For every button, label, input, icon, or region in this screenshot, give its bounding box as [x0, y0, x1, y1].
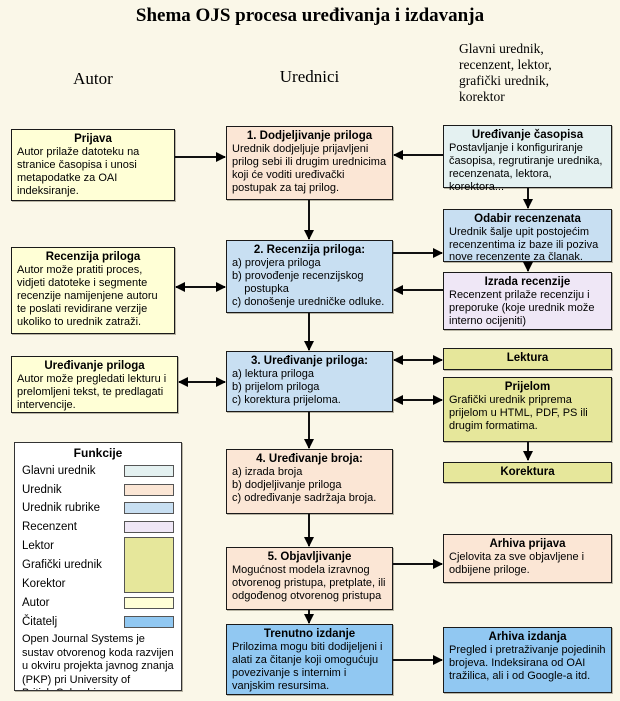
step2-body: a) provjera priloga b) provođenje recenz… — [232, 257, 385, 308]
arhiva-prijava-body: Cjelovita za sve objavljene i odbijene p… — [449, 551, 585, 576]
step1-dodjeljivanje-priloga-box: 1. Dodjeljivanje priloga Urednik dodjelj… — [226, 126, 393, 200]
trenutno-izdanje-box: Trenutno izdanje Prilozima mogu biti dod… — [226, 624, 393, 695]
legend-swatch-urednik-rubrike — [124, 502, 174, 515]
prijava-body: Autor prilaže datoteku na stranice časop… — [17, 146, 140, 197]
izrada-recenzije-body: Recenzent prilaže recenziju i preporuke … — [449, 289, 595, 327]
arhiva-prijava-box: Arhiva prijava Cjelovita za sve objavlje… — [443, 534, 612, 583]
legend-note: Open Journal Systems je sustav otvorenog… — [22, 633, 174, 690]
uredivanje-priloga-autor-title: Uređivanje priloga — [44, 360, 145, 372]
column-header-urednici: Urednici — [279, 67, 340, 86]
recenzija-priloga-body: Autor može pratiti proces, vidjeti datot… — [17, 264, 158, 328]
legend-label: Lektor — [22, 539, 54, 552]
step2-recenzija-priloga-box: 2. Recenzija priloga: a) provjera prilog… — [226, 240, 393, 313]
recenzija-priloga-title: Recenzija priloga — [45, 251, 141, 263]
uredivanje-casopisa-title: Uređivanje časopisa — [471, 129, 584, 141]
korektura-title: Korektura — [500, 466, 555, 478]
uredivanje-casopisa-box: Uređivanje časopisa Postavljanje i konfi… — [443, 125, 612, 193]
legend-label: Recenzent — [22, 520, 77, 533]
legend-title: Funkcije — [73, 446, 123, 460]
uredivanje-casopisa-body: Postavljanje i konfiguriranje časopisa, … — [449, 142, 603, 193]
legend-label: Urednik — [22, 483, 62, 496]
column-header-ostale-uloge: Glavni urednik, recenzent, lektor, grafi… — [459, 41, 552, 104]
trenutno-izdanje-body: Prilozima mogu biti dodijeljeni i alati … — [232, 641, 383, 692]
legend-label: Autor — [22, 597, 50, 610]
legend-row-citatelj: Čitatelj — [22, 613, 174, 632]
legend-swatch-urednik — [124, 483, 174, 496]
step5-body: Mogućnost modela izravnog otvorenog pris… — [232, 564, 386, 602]
legend-label: Korektor — [22, 577, 66, 590]
uredivanje-priloga-autor-body: Autor može pregledati lekturu i prelomlj… — [17, 373, 167, 411]
legend-row-recenzent: Recenzent — [22, 518, 174, 537]
legend-row-glavni-urednik: Glavni urednik — [22, 462, 174, 481]
arhiva-prijava-title: Arhiva prijava — [489, 538, 566, 550]
step3-title: 3. Uređivanje priloga: — [251, 355, 368, 367]
lektura-box: Lektura — [443, 348, 612, 370]
page-title: Shema OJS procesa uređivanja i izdavanja — [135, 5, 485, 26]
legend-label: Glavni urednik — [22, 465, 96, 478]
legend-label: Čitatelj — [22, 615, 58, 628]
step3-uredivanje-priloga-box: 3. Uređivanje priloga: a) lektura prilog… — [226, 351, 393, 412]
prijelom-box: Prijelom Grafički urednik priprema prije… — [443, 377, 612, 442]
legend-swatch-glavni-urednik — [124, 465, 174, 478]
izrada-recenzije-box: Izrada recenzije Recenzent prilaže recen… — [443, 272, 612, 330]
arhiva-izdanja-title: Arhiva izdanja — [488, 631, 567, 643]
legend-swatch-citatelj — [124, 615, 174, 628]
odabir-recenzenata-body: Urednik šalje upit postojećim recenzenti… — [449, 226, 599, 263]
step5-title: 5. Objavljivanje — [267, 551, 352, 563]
legend-row-autor: Autor — [22, 594, 174, 613]
arhiva-izdanja-body: Pregled i pretraživanje pojedinih brojev… — [449, 644, 606, 682]
prijelom-body: Grafički urednik priprema prijelom u HTM… — [449, 394, 588, 432]
legend-label: Urednik rubrike — [22, 502, 100, 515]
legend-group-labels: Lektor Grafički urednik Korektor — [22, 537, 102, 594]
legend-swatch-recenzent — [124, 520, 174, 533]
step4-title: 4. Uređivanje broja: — [256, 453, 363, 465]
lektura-title: Lektura — [506, 352, 549, 364]
step3-body: a) lektura priloga b) prijelom priloga c… — [232, 368, 341, 406]
odabir-recenzenata-box: Odabir recenzenata Urednik šalje upit po… — [443, 209, 612, 263]
uredivanje-priloga-autor-box: Uređivanje priloga Autor može pregledati… — [11, 356, 178, 413]
column-header-autor: Autor — [73, 69, 113, 88]
korektura-box: Korektura — [443, 462, 612, 483]
step2-title: 2. Recenzija priloga: — [253, 244, 366, 256]
odabir-recenzenata-title: Odabir recenzenata — [474, 213, 581, 225]
step4-uredivanje-broja-box: 4. Uređivanje broja: a) izrada broja b) … — [226, 449, 393, 514]
legend-row-urednik-rubrike: Urednik rubrike — [22, 499, 174, 518]
prijelom-title: Prijelom — [504, 381, 551, 393]
legend-funkcije: Funkcije Glavni urednik Urednik Urednik … — [14, 442, 182, 691]
izrada-recenzije-title: Izrada recenzije — [484, 276, 571, 288]
legend-row-urednik: Urednik — [22, 481, 174, 500]
step1-body: Urednik dodjeljuje prijavljeni prilog se… — [232, 143, 387, 194]
step5-objavljivanje-box: 5. Objavljivanje Mogućnost modela izravn… — [226, 547, 393, 610]
arhiva-izdanja-box: Arhiva izdanja Pregled i pretraživanje p… — [443, 627, 612, 693]
legend-swatch-lektor-graficki-korektor — [124, 537, 174, 593]
trenutno-izdanje-title: Trenutno izdanje — [263, 628, 356, 640]
step4-body: a) izrada broja b) dodjeljivanje priloga… — [232, 466, 377, 504]
legend-row-lektor-graficki-korektor: Lektor Grafički urednik Korektor — [22, 536, 174, 594]
step1-title: 1. Dodjeljivanje priloga — [246, 130, 373, 142]
prijava-title: Prijava — [74, 133, 112, 145]
legend-label: Grafički urednik — [22, 558, 102, 571]
recenzija-priloga-box: Recenzija priloga Autor može pratiti pro… — [11, 247, 175, 334]
prijava-box: Prijava Autor prilaže datoteku na strani… — [11, 129, 175, 201]
legend-swatch-autor — [124, 597, 174, 610]
